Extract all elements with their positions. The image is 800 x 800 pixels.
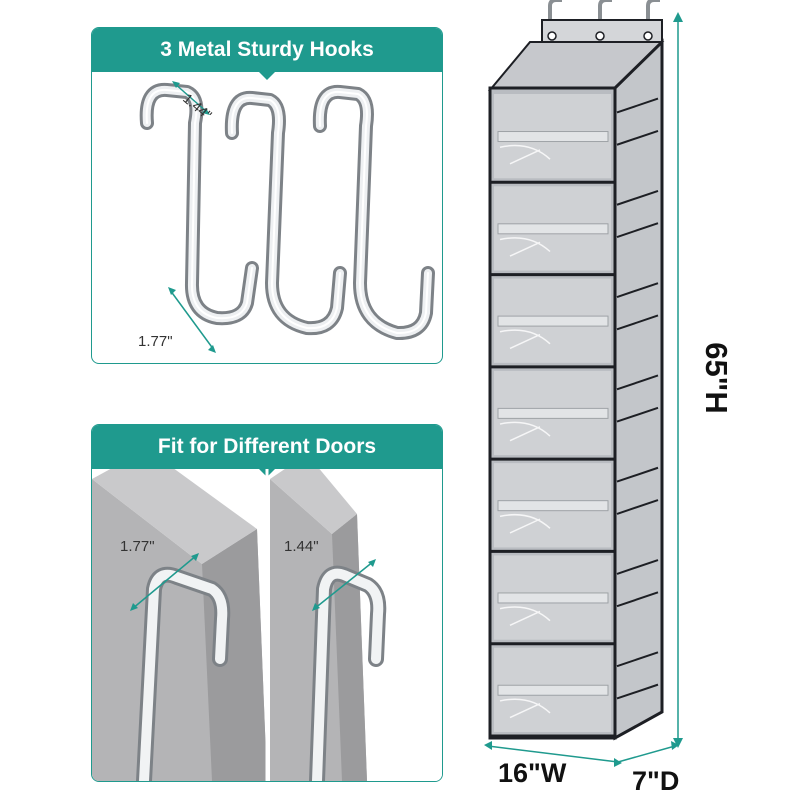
thin-door	[270, 469, 442, 781]
door-hook-thick	[136, 566, 231, 781]
organizer-shelf	[490, 555, 659, 646]
hook-depth-label: 1.77"	[138, 333, 173, 350]
door-hook-thin	[309, 565, 387, 781]
hooks-title: 3 Metal Sturdy Hooks	[92, 28, 442, 72]
organizer-shelf	[490, 94, 659, 184]
doors-title: Fit for Different Doors	[92, 425, 442, 469]
height-dimension	[673, 12, 683, 748]
hooks-panel: 3 Metal Sturdy Hooks	[91, 27, 443, 364]
thin-door-dimension	[312, 559, 376, 611]
organizer-shelf	[490, 370, 659, 461]
organizer-shelves	[490, 94, 659, 738]
height-label: 65"H	[699, 342, 734, 414]
hook-width-dimension	[172, 81, 210, 115]
organizer-side	[613, 38, 664, 741]
thick-door-label: 1.77"	[120, 538, 155, 555]
organizer-shelf	[490, 186, 659, 277]
organizer-shelf	[490, 647, 659, 738]
organizer-shelf	[490, 278, 659, 369]
metal-hook-2	[224, 90, 347, 336]
hook-depth-dimension	[168, 287, 216, 353]
organizer-illustration: 65"H 16"W 7"D	[484, 0, 734, 796]
width-dimension	[484, 741, 622, 767]
thick-door	[92, 469, 267, 781]
doors-panel: Fit for Different Doors	[91, 424, 443, 782]
organizer-shelf	[490, 463, 659, 553]
depth-label: 7"D	[632, 766, 679, 796]
metal-hook-3	[312, 84, 435, 341]
metal-hook-1	[139, 82, 259, 326]
width-label: 16"W	[498, 758, 567, 788]
doors-illustration: 1.77" 1.44"	[92, 469, 442, 781]
organizer-hooks	[548, 0, 660, 22]
depth-dimension	[617, 741, 679, 763]
thick-door-dimension	[130, 553, 199, 611]
hooks-title-pointer	[258, 71, 276, 80]
hooks-illustration: 1.44" 1.77"	[138, 81, 435, 353]
thin-door-label: 1.44"	[284, 538, 319, 555]
